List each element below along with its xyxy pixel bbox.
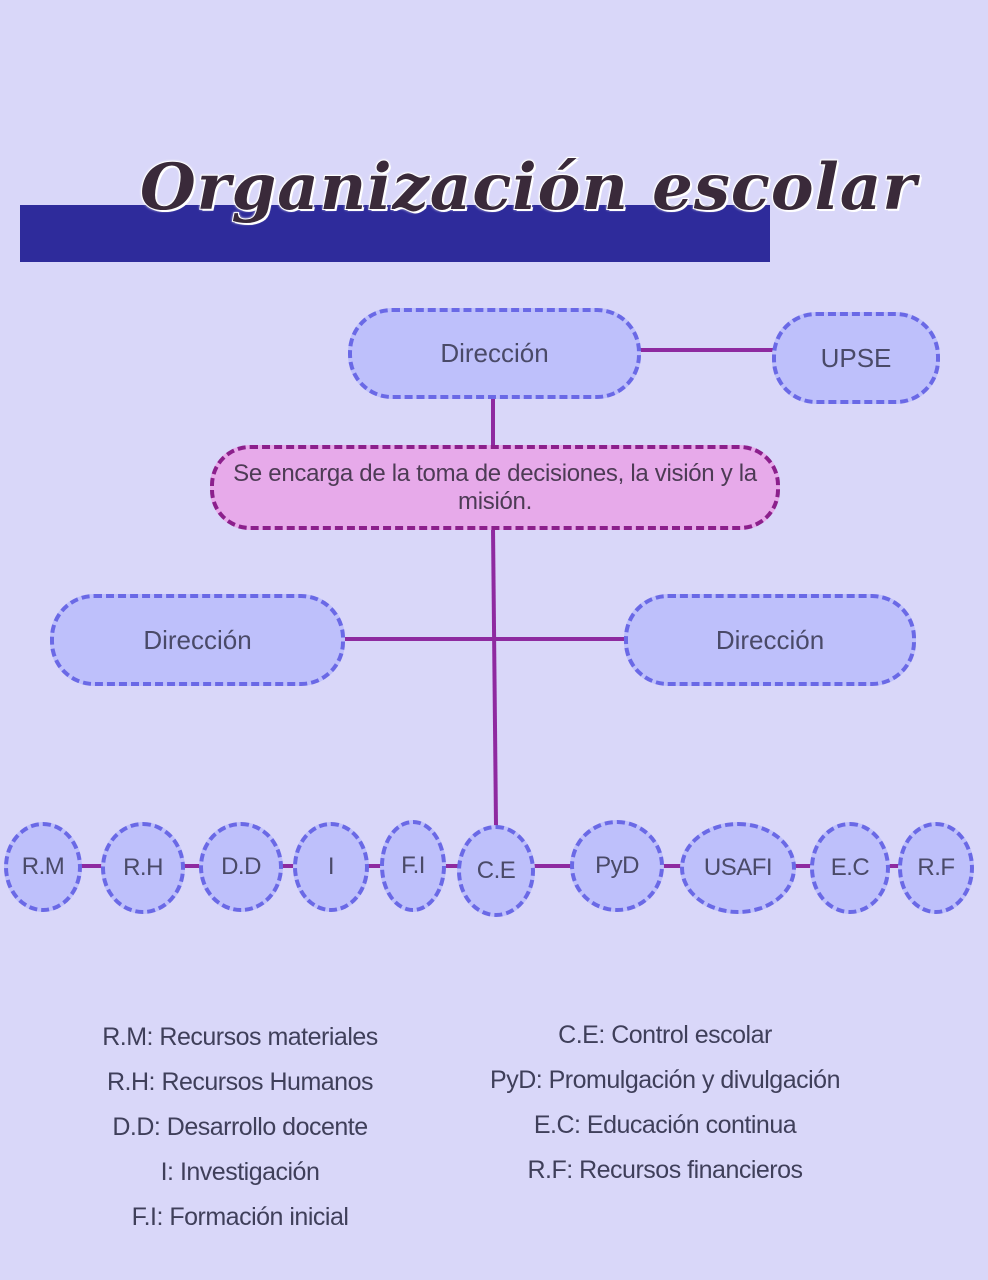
node-label: Se encarga de la toma de decisiones, la … [233, 459, 757, 515]
page-title: Organización escolar [139, 149, 918, 226]
unit-node-ce: C.E [457, 825, 535, 917]
connector-description-units [491, 527, 498, 827]
legend-item: R.H: Recursos Humanos [107, 1068, 373, 1096]
node-direccion-right: Dirección [624, 594, 916, 686]
unit-label: PyD [595, 852, 639, 879]
node-label: UPSE [820, 342, 892, 373]
legend-item: R.F: Recursos financieros [527, 1156, 803, 1184]
node-label: Dirección [715, 624, 825, 655]
legend-item: E.C: Educación continua [533, 1111, 797, 1139]
legend-right: C.E: Control escolar PyD: Promulgación y… [490, 1013, 840, 1193]
node-upse: UPSE [772, 312, 940, 404]
legend-left: R.M: Recursos materiales R.H: Recursos H… [100, 1015, 380, 1240]
legend-item: I: Investigación [160, 1158, 320, 1186]
unit-label: C.E [476, 857, 516, 884]
unit-node-ec: E.C [810, 822, 890, 914]
title-band [20, 205, 770, 262]
unit-node-fi: F.I [380, 820, 446, 912]
node-description: Se encarga de la toma de decisiones, la … [210, 445, 780, 530]
legend-item: R.M: Recursos materiales [102, 1023, 378, 1051]
legend-item: C.E: Control escolar [558, 1021, 772, 1049]
legend-item: PyD: Promulgación y divulgación [490, 1066, 840, 1094]
unit-label: R.M [21, 853, 65, 880]
unit-node-rf: R.F [898, 822, 974, 914]
unit-node-rm: R.M [4, 822, 82, 912]
legend-item: D.D: Desarrollo docente [112, 1113, 368, 1141]
unit-node-usafi: USAFI [680, 822, 796, 914]
unit-label: F.I [401, 852, 425, 879]
unit-label: I [327, 853, 335, 880]
unit-node-rh: R.H [101, 822, 185, 914]
legend-item: F.I: Formación inicial [131, 1203, 349, 1231]
unit-label: R.H [123, 854, 163, 881]
unit-node-pyd: PyD [570, 820, 664, 912]
node-direccion-top: Dirección [348, 308, 641, 399]
unit-label: D.D [221, 853, 261, 880]
node-label: Dirección [440, 338, 549, 368]
unit-node-i: I [293, 822, 369, 912]
unit-label: E.C [830, 854, 870, 881]
unit-label: USAFI [703, 854, 773, 881]
node-label: Dirección [143, 624, 252, 655]
node-direccion-left: Dirección [50, 594, 345, 686]
unit-label: R.F [917, 854, 955, 881]
unit-node-dd: D.D [199, 822, 283, 912]
